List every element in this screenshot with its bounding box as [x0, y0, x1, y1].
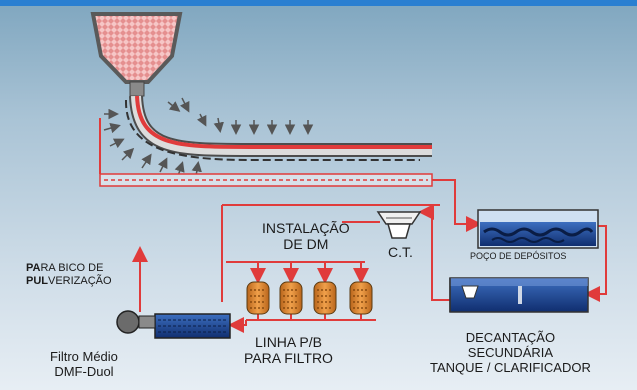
clarifier-tank [449, 277, 589, 313]
top-strip [0, 0, 637, 6]
collection-trench [99, 173, 433, 187]
filter-line-line2: PARA FILTRO [244, 350, 333, 367]
cooling-tower [376, 211, 422, 239]
clarifier-line1: DECANTAÇÃO [465, 330, 556, 345]
dm-installation-line1: INSTALAÇÃO [262, 220, 350, 236]
dmf-filter-label: Filtro Médio DMF-Duol [50, 349, 118, 380]
dmf-duol-filter [154, 313, 231, 339]
pump [116, 310, 156, 334]
dm-installation-label: INSTALAÇÃO DE DM [262, 220, 350, 252]
cooling-tower-label: C.T. [388, 244, 413, 260]
clarifier-line3: TANQUE / CLARIFICADOR [430, 359, 591, 375]
spray-label-bold-1: PA [26, 262, 41, 274]
filter-line-line1: LINHA P/B [255, 334, 322, 350]
spray-nozzle-label: PARA BICO DE PULVERIZAÇÃO [26, 262, 112, 287]
pipe-network [99, 118, 607, 333]
spray-label-bold-2: PUL [26, 274, 48, 287]
spray-label-rest-2: VERIZAÇÃO [48, 274, 112, 287]
tundish-hopper [90, 12, 183, 97]
casting-strand [124, 95, 432, 161]
dm-filters [246, 281, 373, 315]
filter-vessel [279, 281, 303, 315]
clarifier-line2: SECUNDÁRIA [467, 344, 554, 360]
clarifier-label: DECANTAÇÃO SECUNDÁRIA TANQUE / CLARIFICA… [430, 330, 591, 376]
filter-vessel [313, 281, 337, 315]
dmf-filter-line1: Filtro Médio [50, 349, 118, 364]
spray-label-rest-1: RA BICO DE [40, 262, 104, 274]
filter-vessel [349, 281, 373, 315]
filter-line-label: LINHA P/B PARA FILTRO [244, 334, 333, 366]
dmf-filter-line2: DMF-Duol [54, 363, 114, 379]
filter-vessel [246, 281, 270, 315]
deposit-well-label: POÇO DE DEPÓSITOS [470, 251, 567, 261]
dm-installation-line2: DE DM [283, 236, 329, 253]
deposit-well [477, 209, 599, 249]
